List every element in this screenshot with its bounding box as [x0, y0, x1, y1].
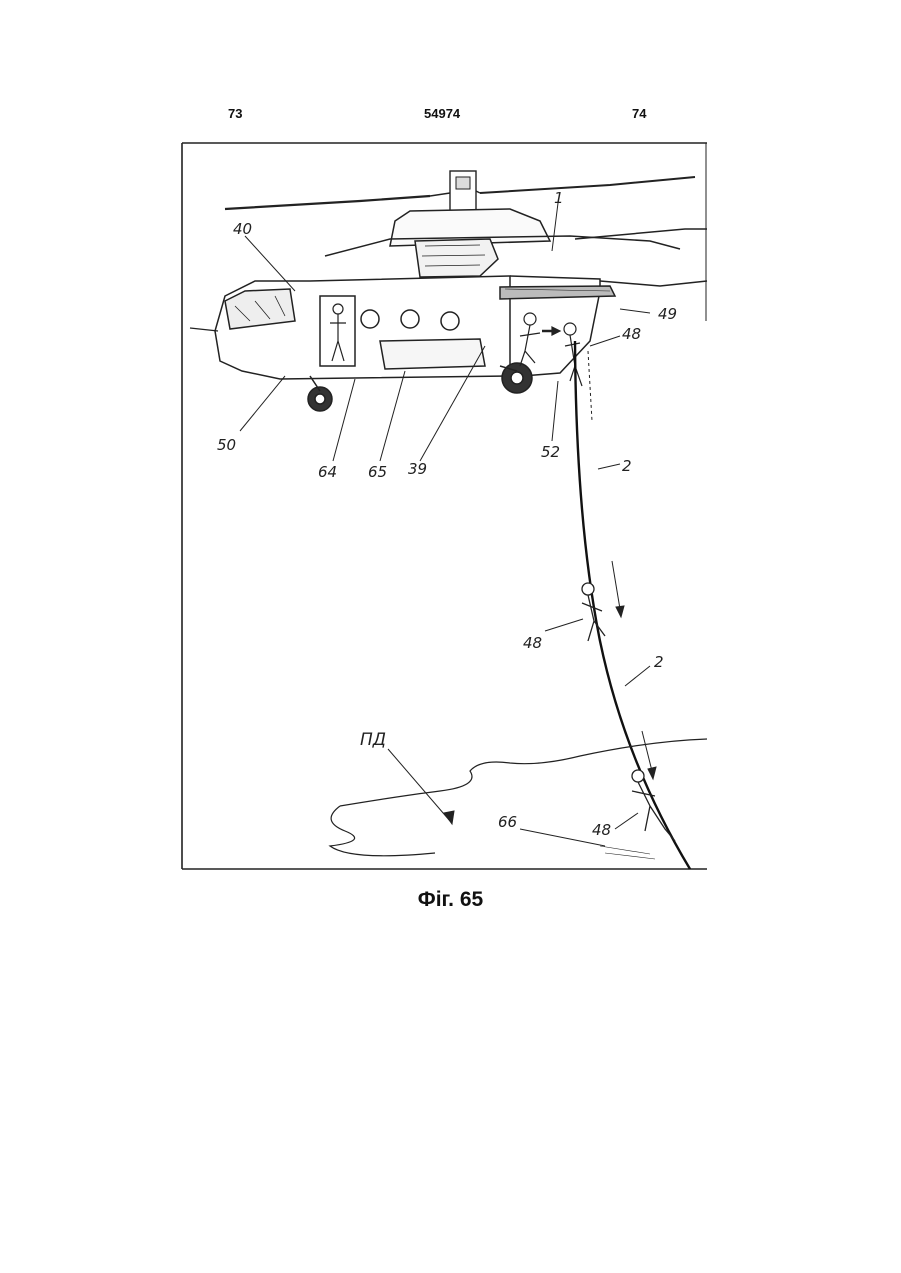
terrain — [330, 739, 707, 859]
dashed-guide — [588, 351, 592, 421]
figure-65: 1 40 49 48 50 64 65 39 52 2 48 2 ПД 66 4… — [180, 141, 707, 871]
helicopter-fuselage — [190, 209, 707, 379]
page-number-right: 74 — [632, 106, 646, 121]
ref-label-66: 66 — [498, 813, 517, 831]
ref-label-50: 50 — [217, 436, 236, 454]
ref-label-52: 52 — [541, 443, 560, 461]
helicopter-rappel-drawing: 1 40 49 48 50 64 65 39 52 2 48 2 ПД 66 4… — [180, 141, 707, 871]
ref-label-49: 49 — [658, 305, 677, 323]
figure-caption: Фiг. 65 — [0, 888, 901, 912]
ref-label-48-middle: 48 — [523, 634, 542, 652]
ref-label-pd: ПД — [360, 730, 386, 750]
rope — [575, 341, 690, 869]
ref-label-2-lower: 2 — [654, 653, 664, 671]
ref-label-48-bottom: 48 — [592, 821, 611, 839]
ref-label-39: 39 — [408, 460, 427, 478]
ref-label-64: 64 — [318, 463, 337, 481]
main-rotor — [225, 171, 695, 211]
patent-number: 54974 — [424, 106, 460, 121]
ref-label-40: 40 — [233, 220, 252, 238]
ref-label-1: 1 — [554, 189, 564, 207]
ref-label-48-top: 48 — [622, 325, 641, 343]
page-number-left: 73 — [228, 106, 242, 121]
ref-label-65: 65 — [368, 463, 387, 481]
ref-label-2-upper: 2 — [622, 457, 632, 475]
